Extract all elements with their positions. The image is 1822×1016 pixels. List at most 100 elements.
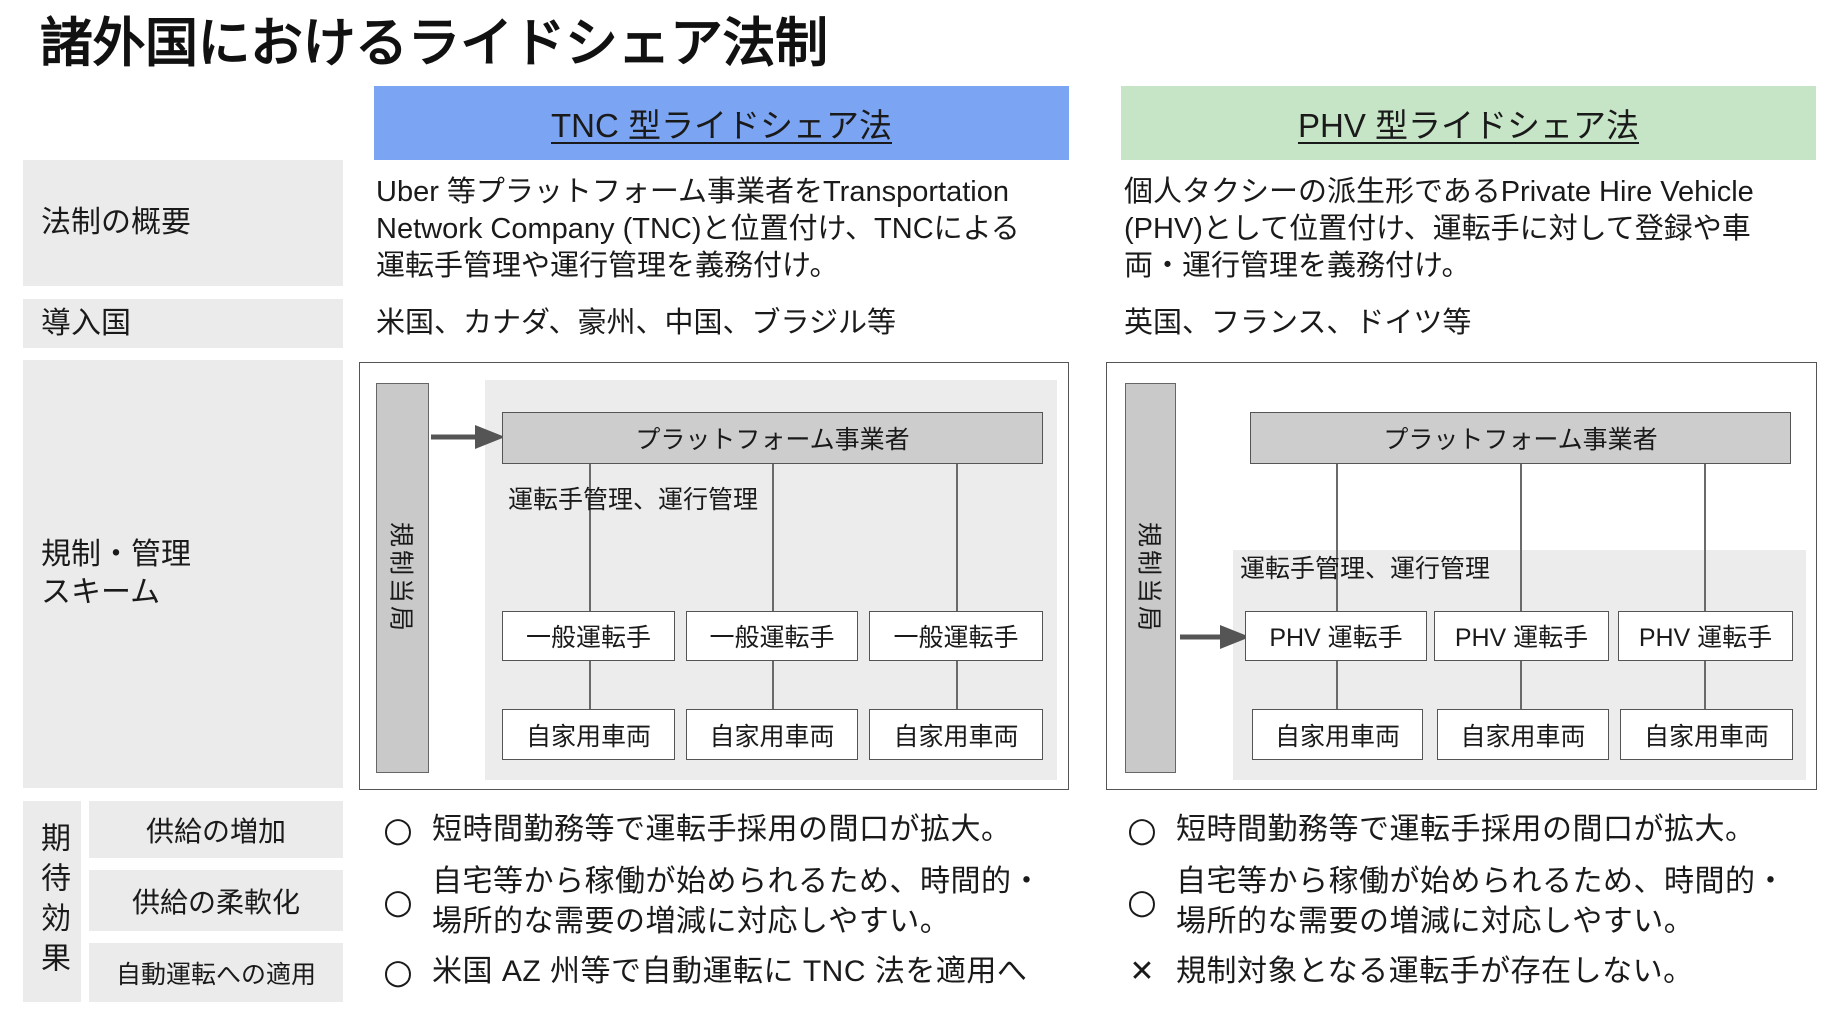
effect-label-text: 供給の増加 — [145, 815, 286, 847]
tnc-driver-box: 一般運転手 — [502, 611, 675, 661]
tnc-overview: Uber 等プラットフォーム事業者をTransportation Network… — [376, 174, 1020, 285]
tnc-regulator-box: 規制当局 — [376, 383, 429, 773]
tnc-driver-label: 一般運転手 — [709, 624, 835, 652]
phv-column-header: PHV 型ライドシェア法 — [1121, 86, 1816, 160]
phv-vehicle-box: 自家用車両 — [1620, 709, 1793, 760]
effect-label-supply-flexibility: 供給の柔軟化 — [89, 870, 343, 931]
tnc-column-header: TNC 型ライドシェア法 — [374, 86, 1069, 160]
phv-platform-label: プラットフォーム事業者 — [1383, 426, 1658, 454]
tnc-platform-label: プラットフォーム事業者 — [635, 426, 910, 454]
phv-vehicle-box: 自家用車両 — [1437, 709, 1609, 760]
tnc-driver-label: 一般運転手 — [525, 624, 651, 652]
tnc-countries: 米国、カナダ、豪州、中国、ブラジル等 — [376, 307, 896, 339]
effect-mark-circle: ○ — [1127, 810, 1157, 850]
row-label-scheme-line: スキーム — [41, 576, 161, 609]
effect-mark-circle: ○ — [383, 882, 413, 922]
effect-text-line: 規制対象となる運転手が存在しない。 — [1176, 955, 1694, 988]
row-label-effects: 期待効果 — [23, 801, 81, 1002]
tnc-vehicle-label: 自家用車両 — [893, 722, 1019, 751]
tnc-effect-supply-increase: ○ 短時間勤務等で運転手採用の間口が拡大。 — [376, 810, 1012, 850]
arrow-head — [475, 425, 505, 449]
effect-text: 米国 AZ 州等で自動運転に TNC 法を適用へ — [432, 952, 1027, 992]
phv-overview-line: (PHV)として位置付け、運転手に対して登録や車 — [1124, 213, 1751, 245]
tnc-header-label: TNC 型ライドシェア法 — [551, 107, 892, 144]
effect-text: 自宅等から稼働が始められるため、時間的・ 場所的な需要の増減に対応しやすい。 — [432, 862, 1042, 942]
row-label-scheme-line: 規制・管理 — [41, 538, 191, 571]
phv-vehicle-label: 自家用車両 — [1643, 722, 1769, 751]
row-label-countries-text: 導入国 — [41, 306, 131, 340]
tnc-driver-label: 一般運転手 — [893, 624, 1019, 652]
arrow-head — [1220, 625, 1250, 649]
effect-text-line: 短時間勤務等で運転手採用の間口が拡大。 — [432, 813, 1012, 846]
phv-vehicle-box: 自家用車両 — [1252, 709, 1423, 760]
connector-line — [1704, 464, 1706, 611]
phv-overview: 個人タクシーの派生形であるPrivate Hire Vehicle (PHV)と… — [1124, 174, 1754, 285]
phv-effect-supply-increase: ○ 短時間勤務等で運転手採用の間口が拡大。 — [1120, 810, 1756, 850]
connector-line — [589, 661, 591, 709]
row-label-scheme: 規制・管理 スキーム — [23, 360, 343, 788]
phv-overview-line: 両・運行管理を義務付け。 — [1124, 250, 1471, 282]
effect-text-line: 場所的な需要の増減に対応しやすい。 — [432, 905, 951, 938]
phv-driver-box: PHV 運転手 — [1618, 611, 1793, 661]
phv-vehicle-label: 自家用車両 — [1460, 722, 1586, 751]
connector-line — [1520, 661, 1522, 709]
phv-regulator-box: 規制当局 — [1125, 383, 1176, 773]
row-label-overview: 法制の概要 — [23, 160, 343, 286]
effect-mark-circle: ○ — [1127, 882, 1157, 922]
row-label-effects-text: 期待効果 — [36, 821, 69, 982]
connector-line — [956, 464, 958, 611]
phv-driver-label: PHV 運転手 — [1638, 624, 1773, 652]
tnc-vehicle-label: 自家用車両 — [525, 722, 651, 751]
effect-text-line: 自宅等から稼働が始められるため、時間的・ — [432, 865, 1042, 898]
tnc-overview-line: Uber 等プラットフォーム事業者をTransportation — [376, 176, 1009, 208]
connector-line — [589, 464, 591, 611]
phv-vehicle-label: 自家用車両 — [1274, 722, 1400, 751]
effect-text: 自宅等から稼働が始められるため、時間的・ 場所的な需要の増減に対応しやすい。 — [1176, 862, 1786, 942]
phv-overview-line: 個人タクシーの派生形であるPrivate Hire Vehicle — [1124, 176, 1754, 208]
phv-driver-box: PHV 運転手 — [1245, 611, 1427, 661]
connector-line — [1704, 661, 1706, 709]
phv-effect-supply-flexibility: ○ 自宅等から稼働が始められるため、時間的・ 場所的な需要の増減に対応しやすい。 — [1120, 862, 1786, 942]
tnc-vehicle-box: 自家用車両 — [869, 709, 1043, 760]
phv-effect-autonomous: ✕ 規制対象となる運転手が存在しない。 — [1120, 952, 1694, 992]
phv-regulator-arrow — [1180, 625, 1250, 649]
tnc-effect-supply-flexibility: ○ 自宅等から稼働が始められるため、時間的・ 場所的な需要の増減に対応しやすい。 — [376, 862, 1042, 942]
effect-label-text: 自動運転への適用 — [115, 960, 316, 989]
tnc-management-label: 運転手管理、運行管理 — [508, 486, 759, 514]
connector-line — [1520, 464, 1522, 611]
phv-regulator-label: 規制当局 — [1134, 521, 1163, 634]
tnc-regulator-arrow — [431, 425, 505, 449]
row-label-scheme-text: 規制・管理 スキーム — [41, 536, 191, 612]
phv-header-label: PHV 型ライドシェア法 — [1297, 107, 1640, 144]
connector-line — [772, 661, 774, 709]
effect-mark-circle: ○ — [383, 810, 413, 850]
tnc-platform-box: プラットフォーム事業者 — [502, 412, 1043, 464]
phv-driver-box: PHV 運転手 — [1434, 611, 1609, 661]
effect-text-line: 自宅等から稼働が始められるため、時間的・ — [1176, 865, 1786, 898]
tnc-overview-line: Network Company (TNC)と位置付け、TNCによる — [376, 213, 1020, 245]
connector-line — [772, 464, 774, 611]
page-title: 諸外国におけるライドシェア法制 — [40, 14, 828, 73]
effect-text: 短時間勤務等で運転手採用の間口が拡大。 — [432, 810, 1012, 850]
effect-mark-circle: ○ — [383, 952, 413, 992]
tnc-vehicle-label: 自家用車両 — [709, 722, 835, 751]
effect-text: 短時間勤務等で運転手採用の間口が拡大。 — [1176, 810, 1756, 850]
effect-text-line: 米国 AZ 州等で自動運転に TNC 法を適用へ — [432, 955, 1028, 988]
effect-label-text: 供給の柔軟化 — [131, 886, 300, 918]
connector-line — [956, 661, 958, 709]
phv-platform-box: プラットフォーム事業者 — [1250, 412, 1791, 464]
tnc-overview-line: 運転手管理や運行管理を義務付け。 — [376, 250, 839, 282]
row-label-countries: 導入国 — [23, 299, 343, 348]
phv-driver-label: PHV 運転手 — [1454, 624, 1589, 652]
effect-text-line: 短時間勤務等で運転手採用の間口が拡大。 — [1176, 813, 1756, 846]
connector-line — [1336, 661, 1338, 709]
phv-countries: 英国、フランス、ドイツ等 — [1124, 307, 1472, 339]
effect-mark-cross: ✕ — [1129, 954, 1155, 989]
row-label-overview-text: 法制の概要 — [41, 206, 191, 239]
tnc-effect-autonomous: ○ 米国 AZ 州等で自動運転に TNC 法を適用へ — [376, 952, 1027, 992]
tnc-vehicle-box: 自家用車両 — [502, 709, 675, 760]
effect-label-supply-increase: 供給の増加 — [89, 801, 343, 858]
phv-management-label: 運転手管理、運行管理 — [1240, 555, 1491, 583]
effect-label-autonomous: 自動運転への適用 — [89, 943, 343, 1002]
tnc-driver-box: 一般運転手 — [869, 611, 1043, 661]
